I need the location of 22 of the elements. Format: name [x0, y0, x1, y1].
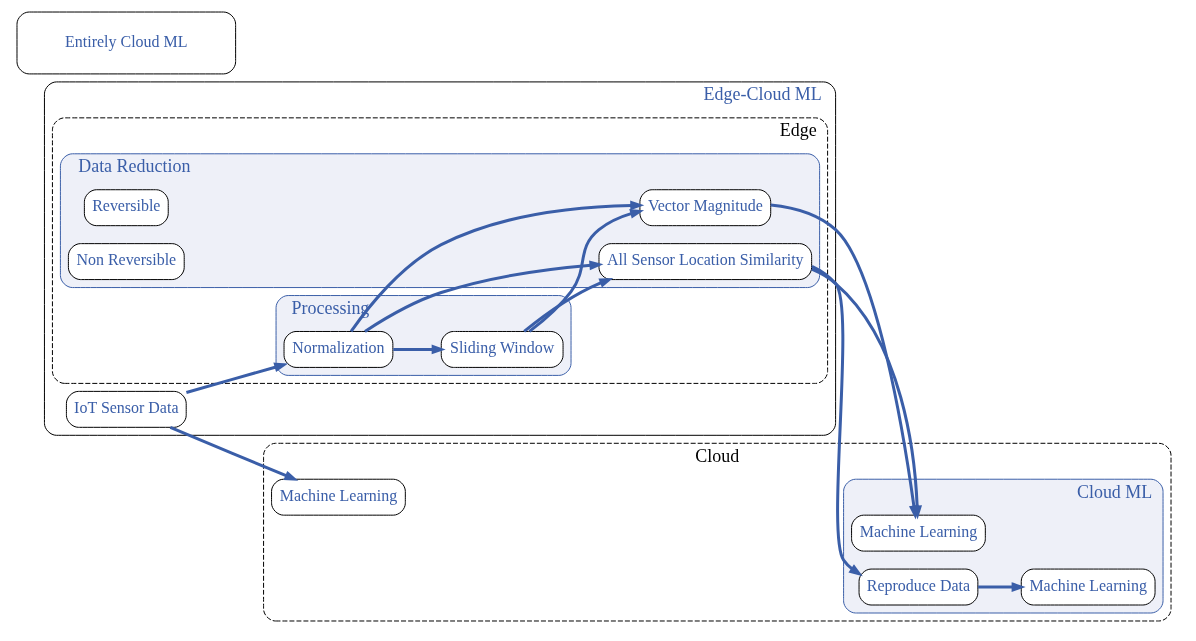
arrow [349, 200, 645, 333]
arrow [528, 209, 645, 333]
node-box: Machine Learning [1020, 568, 1156, 606]
arrow [811, 264, 863, 577]
node-box: Vector Magnitude [639, 189, 772, 227]
arrow [523, 278, 614, 333]
node-box: Machine Learning [271, 478, 406, 516]
arrow [393, 344, 446, 355]
node-box: All Sensor Location Similarity [598, 243, 813, 281]
node-box: Normalization [283, 331, 394, 368]
node-box: Sliding Window [440, 331, 564, 368]
arrow [169, 425, 299, 481]
arrow [978, 582, 1026, 592]
arrow [364, 260, 604, 333]
node-box: Machine Learning [851, 514, 986, 552]
node-box: Entirely Cloud ML [16, 11, 237, 75]
arrow [770, 203, 919, 520]
node-box: Reversible [83, 189, 169, 227]
node-box: Non Reversible [67, 243, 185, 281]
node-box: Reproduce Data [858, 568, 979, 606]
node-box: IoT Sensor Data [65, 390, 187, 428]
arrow [186, 362, 289, 394]
